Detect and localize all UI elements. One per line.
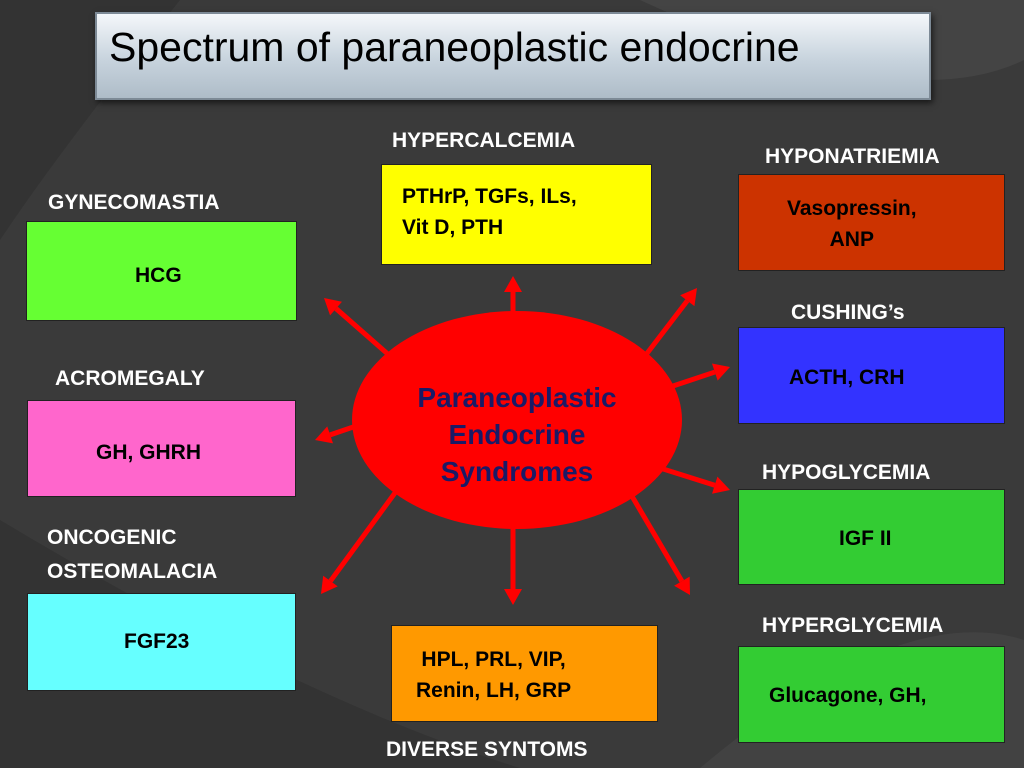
syndrome-box-hypoglycemia: IGF II	[738, 489, 1005, 585]
arrow-shaft	[328, 484, 403, 583]
arrow	[321, 484, 403, 594]
syndrome-content: HPL, PRL, VIP, Renin, LH, GRP	[416, 648, 572, 702]
syndrome-label-hyponatriemia: HYPONATRIEMIA	[765, 145, 940, 168]
arrow	[623, 484, 690, 595]
syndrome-box-acromegaly: GH, GHRH	[27, 400, 296, 497]
arrow-head	[680, 288, 697, 307]
arrow	[659, 465, 730, 494]
arrow-head	[674, 576, 690, 595]
syndrome-label-hypercalcemia: HYPERCALCEMIA	[392, 129, 576, 152]
syndrome-box-cushings: ACTH, CRH	[738, 327, 1005, 424]
syndrome-label-gynecomastia: GYNECOMASTIA	[48, 191, 220, 214]
syndrome-content: Vasopressin, ANP	[787, 197, 917, 251]
syndrome-content: IGF II	[839, 527, 892, 550]
arrow	[504, 529, 522, 605]
syndrome-label-hyperglycemia: HYPERGLYCEMIA	[762, 614, 944, 637]
center-label: Paraneoplastic Endocrine Syndromes	[352, 379, 682, 490]
arrow	[504, 276, 522, 313]
arrow-head	[324, 298, 342, 316]
syndrome-content: Glucagone, GH,	[769, 684, 927, 707]
syndrome-box-hypercalcemia: PTHrP, TGFs, ILs, Vit D, PTH	[381, 164, 652, 265]
syndrome-box-gynecomastia: HCG	[26, 221, 297, 321]
arrow-head	[711, 363, 730, 381]
syndrome-content: HCG	[135, 264, 182, 287]
syndrome-box-hyponatriemia: Vasopressin, ANP	[738, 174, 1005, 271]
syndrome-label-acromegaly: ACROMEGALY	[55, 367, 205, 390]
arrow-head	[321, 575, 338, 594]
arrow-shaft	[659, 465, 716, 488]
syndrome-content: FGF23	[124, 630, 190, 653]
syndrome-content: ACTH, CRH	[789, 366, 905, 389]
arrow	[643, 288, 697, 358]
arrow-shaft	[334, 306, 392, 358]
center-label-line: Paraneoplastic	[417, 382, 617, 413]
arrow-shaft	[623, 484, 685, 583]
syndrome-box-diverse: HPL, PRL, VIP, Renin, LH, GRP	[391, 625, 658, 722]
syndrome-box-hyperglycemia: Glucagone, GH,	[738, 646, 1005, 743]
syndrome-label-diverse: DIVERSE SYNTOMS	[386, 738, 588, 761]
syndrome-content: GH, GHRH	[96, 441, 201, 464]
syndrome-content: PTHrP, TGFs, ILs, Vit D, PTH	[402, 185, 577, 239]
arrow-head	[315, 426, 334, 444]
arrow-head	[504, 589, 522, 605]
syndrome-label-hypoglycemia: HYPOGLYCEMIA	[762, 461, 931, 484]
center-label-line: Endocrine	[448, 419, 586, 450]
page-title: Spectrum of paraneoplastic endocrine	[109, 24, 800, 70]
syndrome-box-osteomalacia: FGF23	[27, 593, 296, 691]
syndrome-label-osteomalacia: ONCOGENIC OSTEOMALACIA	[47, 526, 218, 583]
center-ellipse: Paraneoplastic Endocrine Syndromes	[352, 311, 682, 529]
arrow-shaft	[643, 299, 690, 358]
syndrome-label-cushings: CUSHING’s	[791, 301, 905, 324]
arrow-head	[504, 276, 522, 292]
arrow-head	[712, 476, 730, 494]
title-bar: Spectrum of paraneoplastic endocrine	[95, 12, 931, 100]
center-label-line: Syndromes	[440, 456, 594, 487]
arrow	[324, 298, 392, 358]
